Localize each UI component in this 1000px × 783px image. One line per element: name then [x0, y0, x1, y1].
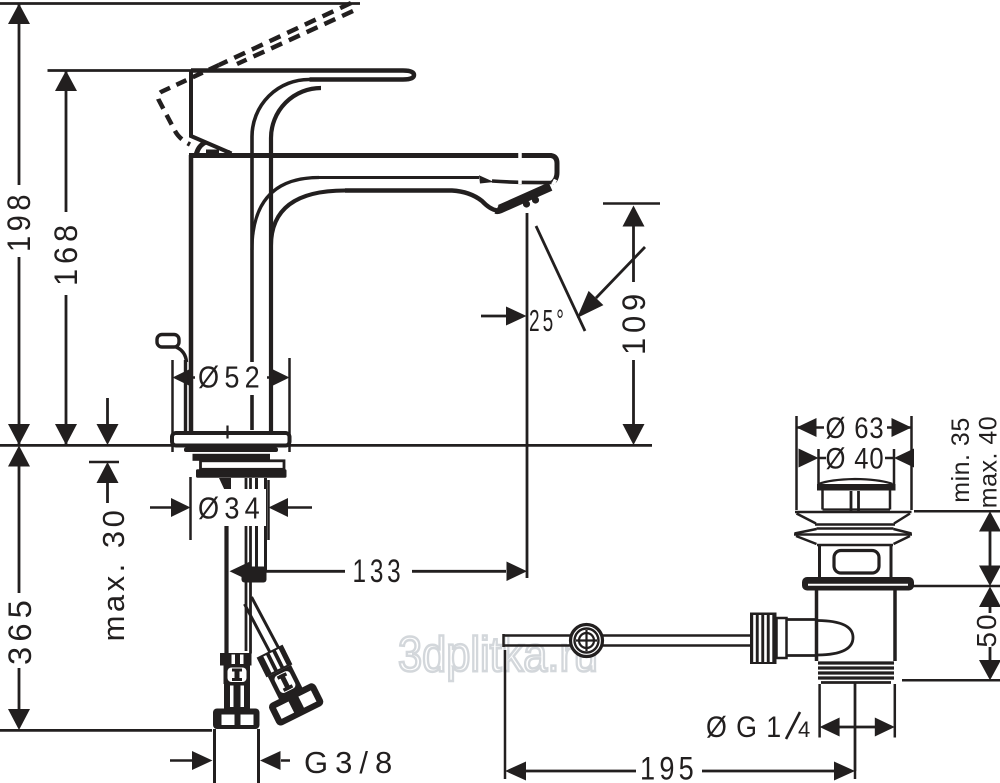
svg-text:195: 195 — [640, 751, 698, 783]
svg-text:133: 133 — [353, 553, 405, 589]
svg-text:Ø34: Ø34 — [198, 491, 265, 526]
svg-text:50: 50 — [971, 612, 1000, 647]
svg-text:4: 4 — [798, 717, 815, 742]
svg-text:G3/8: G3/8 — [304, 745, 399, 780]
svg-text:Ø 40: Ø 40 — [826, 443, 885, 476]
svg-text:109: 109 — [616, 289, 652, 355]
svg-text:max. 40: max. 40 — [975, 416, 1000, 508]
svg-text:Ø G 1: Ø G 1 — [706, 711, 782, 744]
svg-text:Ø52: Ø52 — [198, 360, 265, 395]
svg-text:max. 30: max. 30 — [96, 507, 131, 642]
svg-text:365: 365 — [2, 595, 38, 665]
svg-text:25°: 25° — [529, 303, 567, 338]
svg-text:min. 35: min. 35 — [947, 417, 975, 502]
svg-text:168: 168 — [48, 220, 84, 286]
svg-text:198: 198 — [1, 190, 37, 252]
svg-text:Ø 63: Ø 63 — [826, 412, 885, 445]
